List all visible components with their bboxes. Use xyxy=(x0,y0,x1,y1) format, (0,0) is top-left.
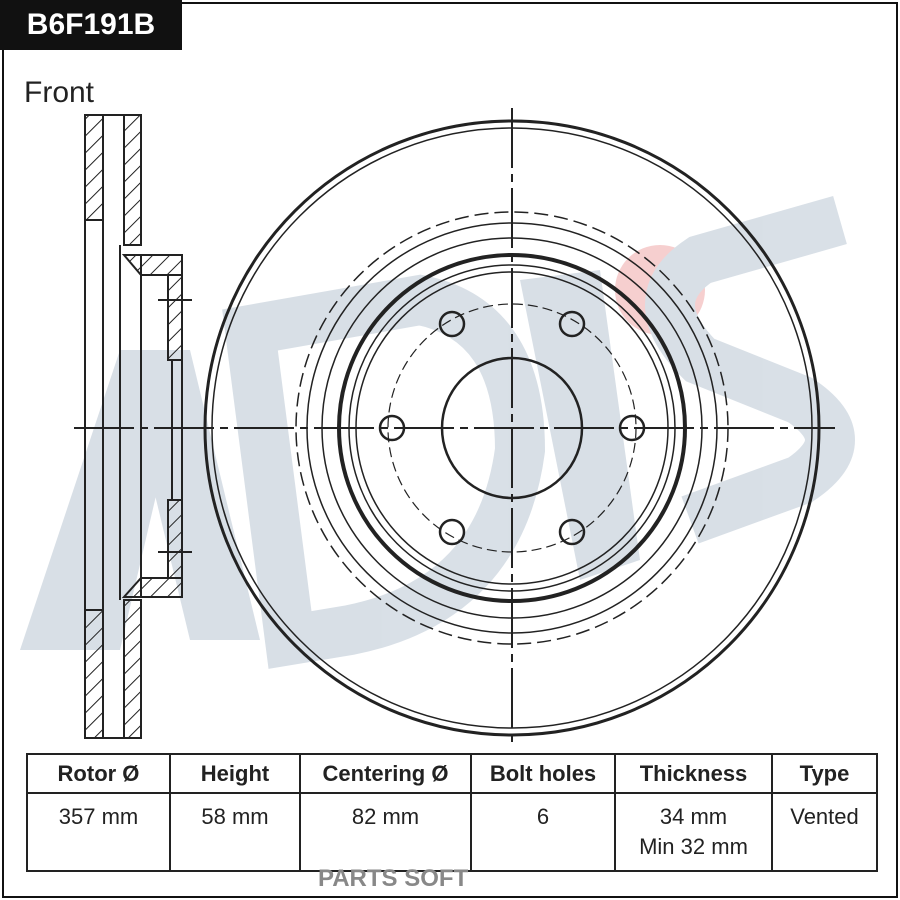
header-thickness: Thickness xyxy=(614,753,773,794)
header-height: Height xyxy=(169,753,301,794)
disc-front-view xyxy=(74,108,835,748)
view-label: Front xyxy=(24,76,95,109)
parts-soft-watermark: PARTS SOFT xyxy=(318,865,469,892)
height-value: 58 mm xyxy=(169,792,301,872)
header-rotor-diameter: Rotor Ø xyxy=(26,753,171,794)
advics-logo-watermark xyxy=(20,195,855,669)
thickness-cell: 34 mm Min 32 mm xyxy=(614,792,773,872)
table-row: 357 mm 58 mm 82 mm 6 34 mm Min 32 mm Vent… xyxy=(26,792,878,872)
thickness-min-value: Min 32 mm xyxy=(639,834,748,859)
header-type: Type xyxy=(771,753,878,794)
bolt-holes-value: 6 xyxy=(470,792,616,872)
centering-diameter-value: 82 mm xyxy=(299,792,472,872)
header-bolt-holes: Bolt holes xyxy=(470,753,616,794)
header-centering-diameter: Centering Ø xyxy=(299,753,472,794)
rotor-diameter-value: 357 mm xyxy=(26,792,171,872)
thickness-value: 34 mm xyxy=(659,804,728,829)
part-number-title: B6F191B xyxy=(0,0,182,50)
spec-table: Rotor Ø Height Centering Ø Bolt holes Th… xyxy=(26,753,878,872)
disc-section-view xyxy=(84,114,192,739)
type-value: Vented xyxy=(771,792,878,872)
table-header-row: Rotor Ø Height Centering Ø Bolt holes Th… xyxy=(26,753,878,794)
